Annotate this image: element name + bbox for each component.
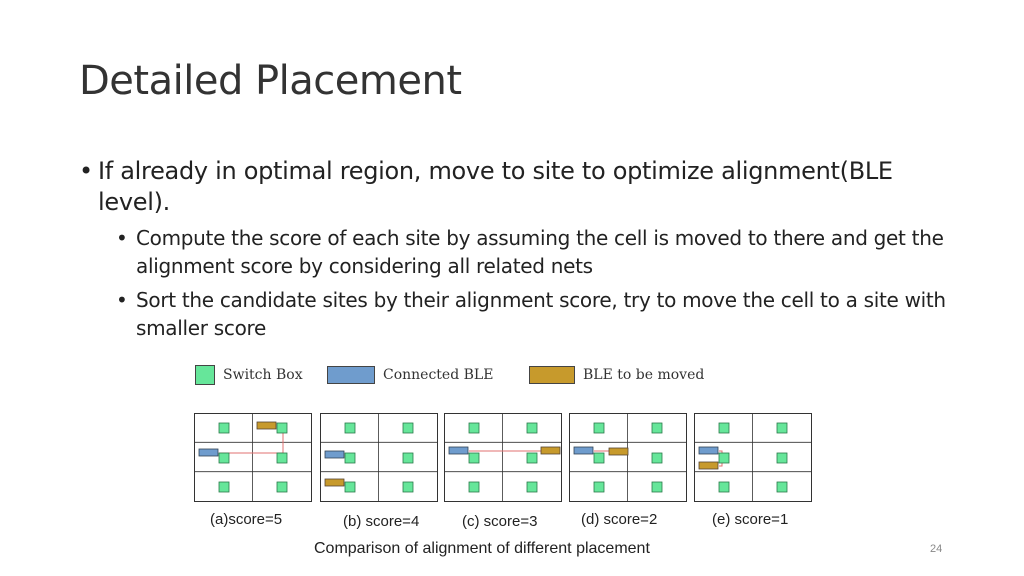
ble-to-move — [540, 446, 561, 455]
switch-box — [651, 422, 663, 434]
panel-b — [320, 413, 438, 502]
ble-to-move — [698, 461, 719, 470]
switch-box — [468, 422, 480, 434]
legend-connected-ble: Connected BLE — [327, 364, 493, 386]
connected-ble — [698, 446, 719, 455]
switch-box — [402, 422, 414, 434]
switch-box — [526, 481, 538, 493]
panel-e — [694, 413, 812, 502]
caption-e: (e) score=1 — [712, 511, 789, 528]
switch-box — [776, 481, 788, 493]
switch-box — [276, 481, 288, 493]
sub-bullet-1: Compute the score of each site by assumi… — [116, 224, 959, 280]
switch-box — [344, 422, 356, 434]
switch-box — [593, 422, 605, 434]
bullet-list: If already in optimal region, move to si… — [79, 156, 959, 342]
caption-d: (d) score=2 — [581, 511, 658, 528]
switch-box — [276, 422, 288, 434]
switch-box — [593, 452, 605, 464]
caption-b: (b) score=4 — [343, 513, 420, 530]
placement-panels — [194, 413, 812, 502]
page-number: 24 — [930, 543, 943, 555]
ble-to-move-swatch — [529, 366, 575, 384]
ble-to-move — [256, 421, 277, 430]
switch-box — [526, 452, 538, 464]
switch-box-swatch — [195, 365, 215, 385]
switch-box — [526, 422, 538, 434]
switch-box — [402, 481, 414, 493]
panel-a — [194, 413, 312, 502]
legend-switch-box: Switch Box — [195, 364, 303, 386]
switch-box — [776, 422, 788, 434]
ble-to-move — [608, 447, 629, 456]
switch-box — [651, 452, 663, 464]
switch-box — [718, 481, 730, 493]
switch-box — [468, 481, 480, 493]
switch-box — [276, 452, 288, 464]
slide-title: Detailed Placement — [79, 58, 462, 104]
panel-c — [444, 413, 562, 502]
ble-to-move — [324, 478, 345, 487]
switch-box — [718, 452, 730, 464]
switch-box — [776, 452, 788, 464]
panel-border — [569, 413, 687, 502]
switch-box — [468, 452, 480, 464]
sub-bullet-2: Sort the candidate sites by their alignm… — [116, 286, 959, 342]
connected-ble — [573, 446, 594, 455]
switch-box — [344, 452, 356, 464]
bullet-main: If already in optimal region, move to si… — [79, 156, 959, 218]
connected-ble — [324, 450, 345, 459]
figure-legend: Switch Box Connected BLE BLE to be moved — [195, 364, 735, 390]
legend-ble-to-move-label: BLE to be moved — [583, 367, 705, 383]
switch-box — [344, 481, 356, 493]
switch-box — [651, 481, 663, 493]
caption-a: (a)score=5 — [210, 511, 283, 528]
switch-box — [718, 422, 730, 434]
panel-border — [194, 413, 312, 502]
connected-ble — [198, 448, 219, 457]
connected-ble-swatch — [327, 366, 375, 384]
legend-connected-ble-label: Connected BLE — [383, 367, 494, 383]
legend-ble-to-move: BLE to be moved — [529, 364, 704, 386]
figure-caption: Comparison of alignment of different pla… — [314, 540, 650, 557]
panel-border — [444, 413, 562, 502]
switch-box — [218, 452, 230, 464]
switch-box — [218, 481, 230, 493]
switch-box — [218, 422, 230, 434]
legend-switch-box-label: Switch Box — [223, 367, 303, 383]
panel-d — [569, 413, 687, 502]
switch-box — [593, 481, 605, 493]
switch-box — [402, 452, 414, 464]
panel-border — [694, 413, 812, 502]
connected-ble — [448, 446, 469, 455]
caption-c: (c) score=3 — [462, 513, 538, 530]
